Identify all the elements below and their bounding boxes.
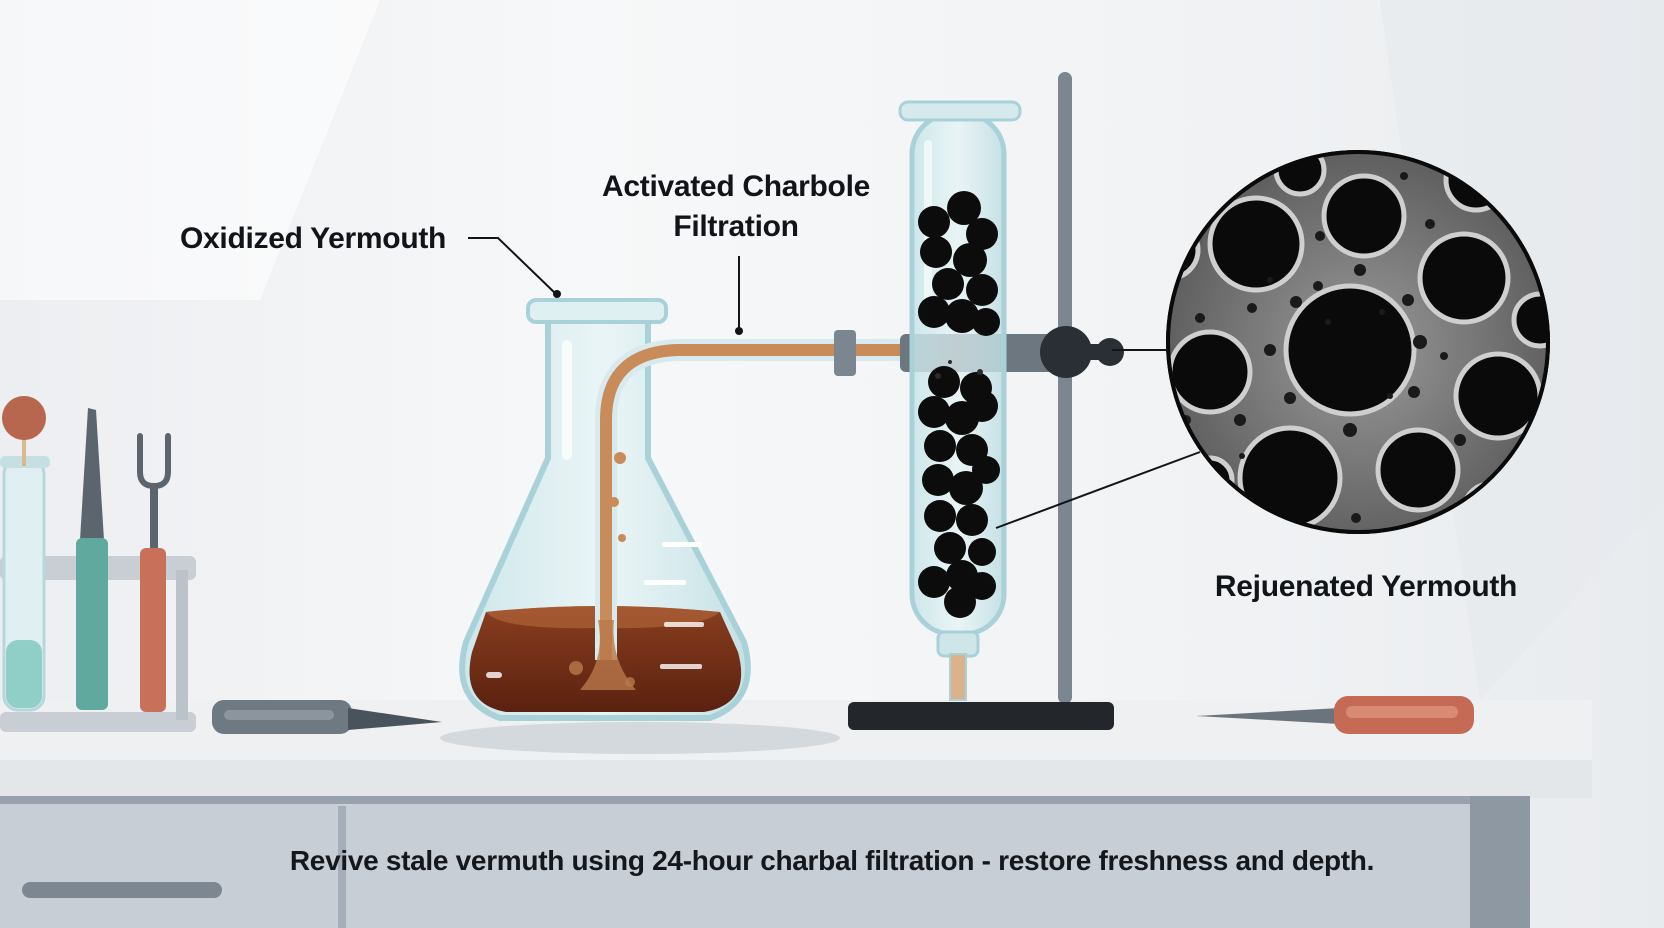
- tube-connector: [834, 330, 856, 376]
- delivery-tube: [569, 330, 924, 690]
- bench-tool-right: [1196, 696, 1474, 734]
- charcoal-beads: [918, 191, 1000, 618]
- label-activated-charcoal-line1: Activated Charbole: [602, 170, 870, 203]
- caption: Revive stale vermuth using 24-hour charb…: [290, 845, 1374, 876]
- filtration-leader-dot: [735, 327, 743, 335]
- magnified-pore-view: [1166, 150, 1550, 534]
- leader-lines: [468, 237, 1201, 529]
- window-light-shape: [0, 0, 380, 300]
- label-oxidized-vermouth: Oxidized Yermouth: [180, 222, 446, 255]
- bench-tool-left: [212, 700, 442, 734]
- zoom-leader-bottom: [995, 451, 1201, 529]
- label-activated-charcoal-line2: Filtration: [673, 210, 798, 243]
- test-tube-rack: [0, 396, 196, 732]
- lab-bench: [0, 700, 1592, 928]
- oxidized-leader-dot: [553, 290, 561, 298]
- flask-shadow: [440, 722, 840, 754]
- oxidized-leader: [468, 237, 557, 295]
- label-rejuvenated-vermouth: Rejuenated Yermouth: [1215, 570, 1517, 603]
- drawer-handle: [22, 882, 222, 898]
- filtration-column: [898, 100, 1022, 701]
